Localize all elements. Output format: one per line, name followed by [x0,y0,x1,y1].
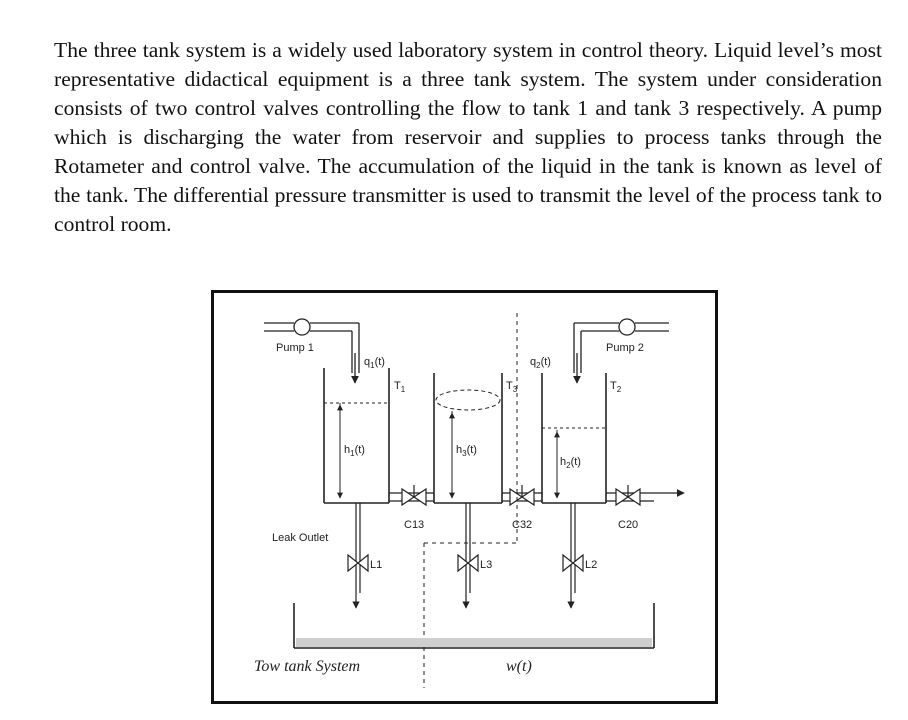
signal-lines [423,313,518,688]
label-t1: T1 [394,380,406,394]
label-w: w(t) [506,658,532,675]
label-c20: C20 [618,519,638,531]
diagram-canvas: Pump 1 Pump 2 q1(t) q2(t) T1 T3 T2 h1(t)… [254,313,685,688]
label-q2: q2(t) [530,356,551,370]
label-t3: T3 [506,380,518,394]
label-t2: T2 [610,380,622,394]
label-l1: L1 [370,559,382,571]
tank-1 [323,368,390,504]
label-pump2: Pump 2 [606,342,644,354]
label-q1: q1(t) [364,356,385,370]
label-c13: C13 [404,519,424,531]
valve-c32 [509,485,535,507]
three-tank-diagram: Pump 1 Pump 2 q1(t) q2(t) T1 T3 T2 h1(t)… [211,290,718,704]
label-l3: L3 [480,559,492,571]
reservoir [293,603,655,649]
valve-c20 [615,485,641,507]
pump2-assembly [573,318,669,384]
tank-2 [541,373,607,504]
figure-caption: Tow tank System [254,658,360,675]
body-paragraph: The three tank system is a widely used l… [54,38,882,236]
leak-outlets [347,503,584,609]
valve-c13 [401,485,427,507]
tank-3 [433,373,503,504]
label-c32: C32 [512,519,532,531]
label-l2: L2 [585,559,597,571]
label-leak-outlet: Leak Outlet [272,532,328,544]
label-h2: h2(t) [560,456,581,470]
pump1-assembly [264,318,360,384]
label-h1: h1(t) [344,444,365,458]
label-pump1: Pump 1 [276,342,314,354]
label-h3: h3(t) [456,444,477,458]
